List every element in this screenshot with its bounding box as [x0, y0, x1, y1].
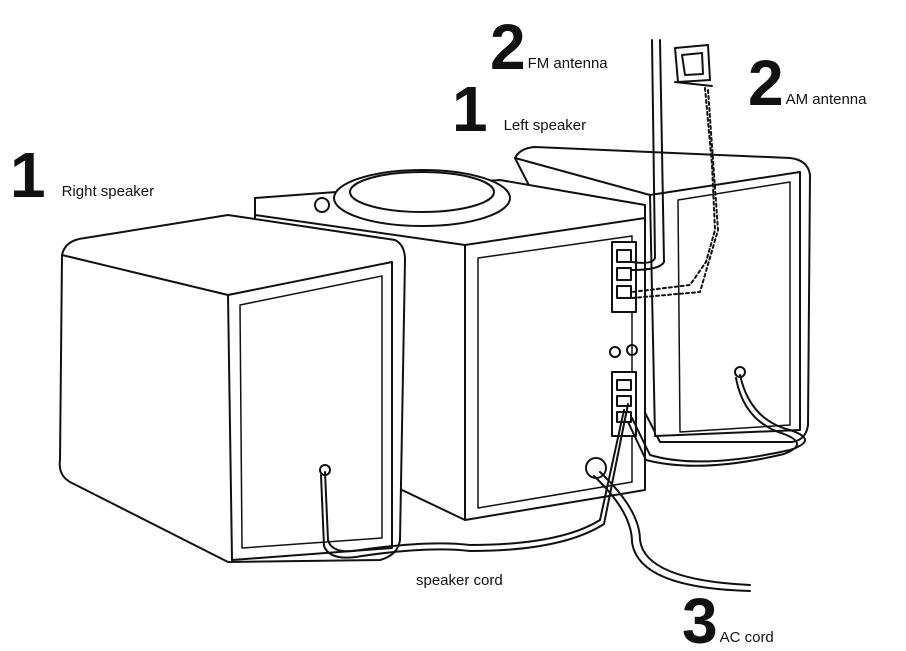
callout-label: Left speaker — [503, 117, 587, 135]
callout-number: 2 — [748, 47, 784, 119]
callout-number: 2 — [490, 11, 526, 83]
callout-am-antenna: 2 AM antenna — [748, 47, 867, 119]
callout-label: FM antenna — [527, 55, 608, 73]
callout-label: AM antenna — [785, 91, 867, 109]
callout-right-speaker: 1 Right speaker — [10, 139, 155, 211]
callout-number: 1 — [10, 139, 46, 211]
callout-left-speaker: 1 Left speaker — [452, 73, 587, 145]
callout-number: 1 — [452, 73, 488, 145]
callout-fm-antenna: 2 FM antenna — [490, 11, 608, 83]
callout-number: 3 — [682, 585, 718, 651]
callout-ac-cord: 3 AC cord — [682, 585, 774, 651]
callout-label: AC cord — [719, 629, 774, 647]
cords — [320, 39, 806, 592]
right-speaker-illustration — [58, 214, 406, 563]
callout-label: Right speaker — [61, 183, 155, 201]
speaker-cord-label: speaker cord — [416, 572, 503, 589]
